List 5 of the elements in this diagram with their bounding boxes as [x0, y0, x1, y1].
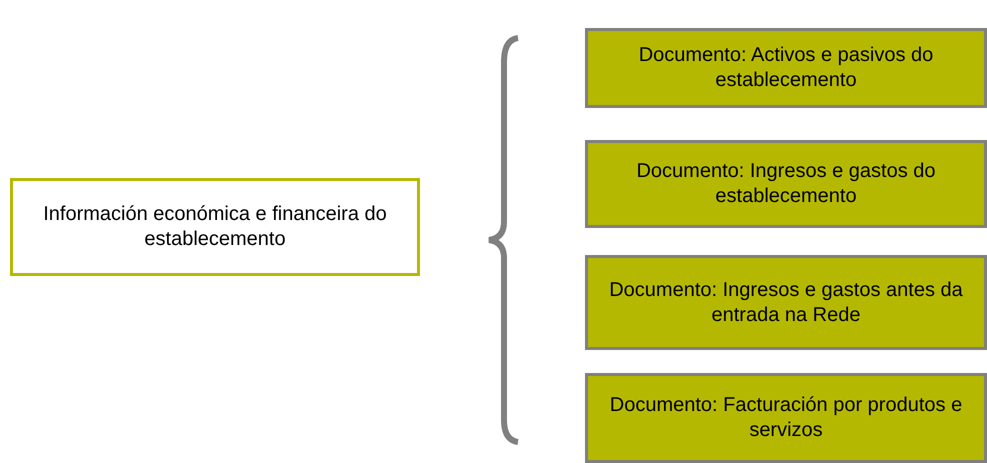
document-box: Documento: Ingresos e gastos do establecemento [585, 140, 987, 228]
document-box: Documento: Activos e pasivos do establecemento [585, 28, 987, 108]
document-box: Documento: Facturación por produtos e servizos [585, 373, 987, 463]
document-box: Documento: Ingresos e gastos antes da entrada na Rede [585, 255, 987, 350]
source-box: Información económica e financeira do establecemento [10, 178, 420, 276]
